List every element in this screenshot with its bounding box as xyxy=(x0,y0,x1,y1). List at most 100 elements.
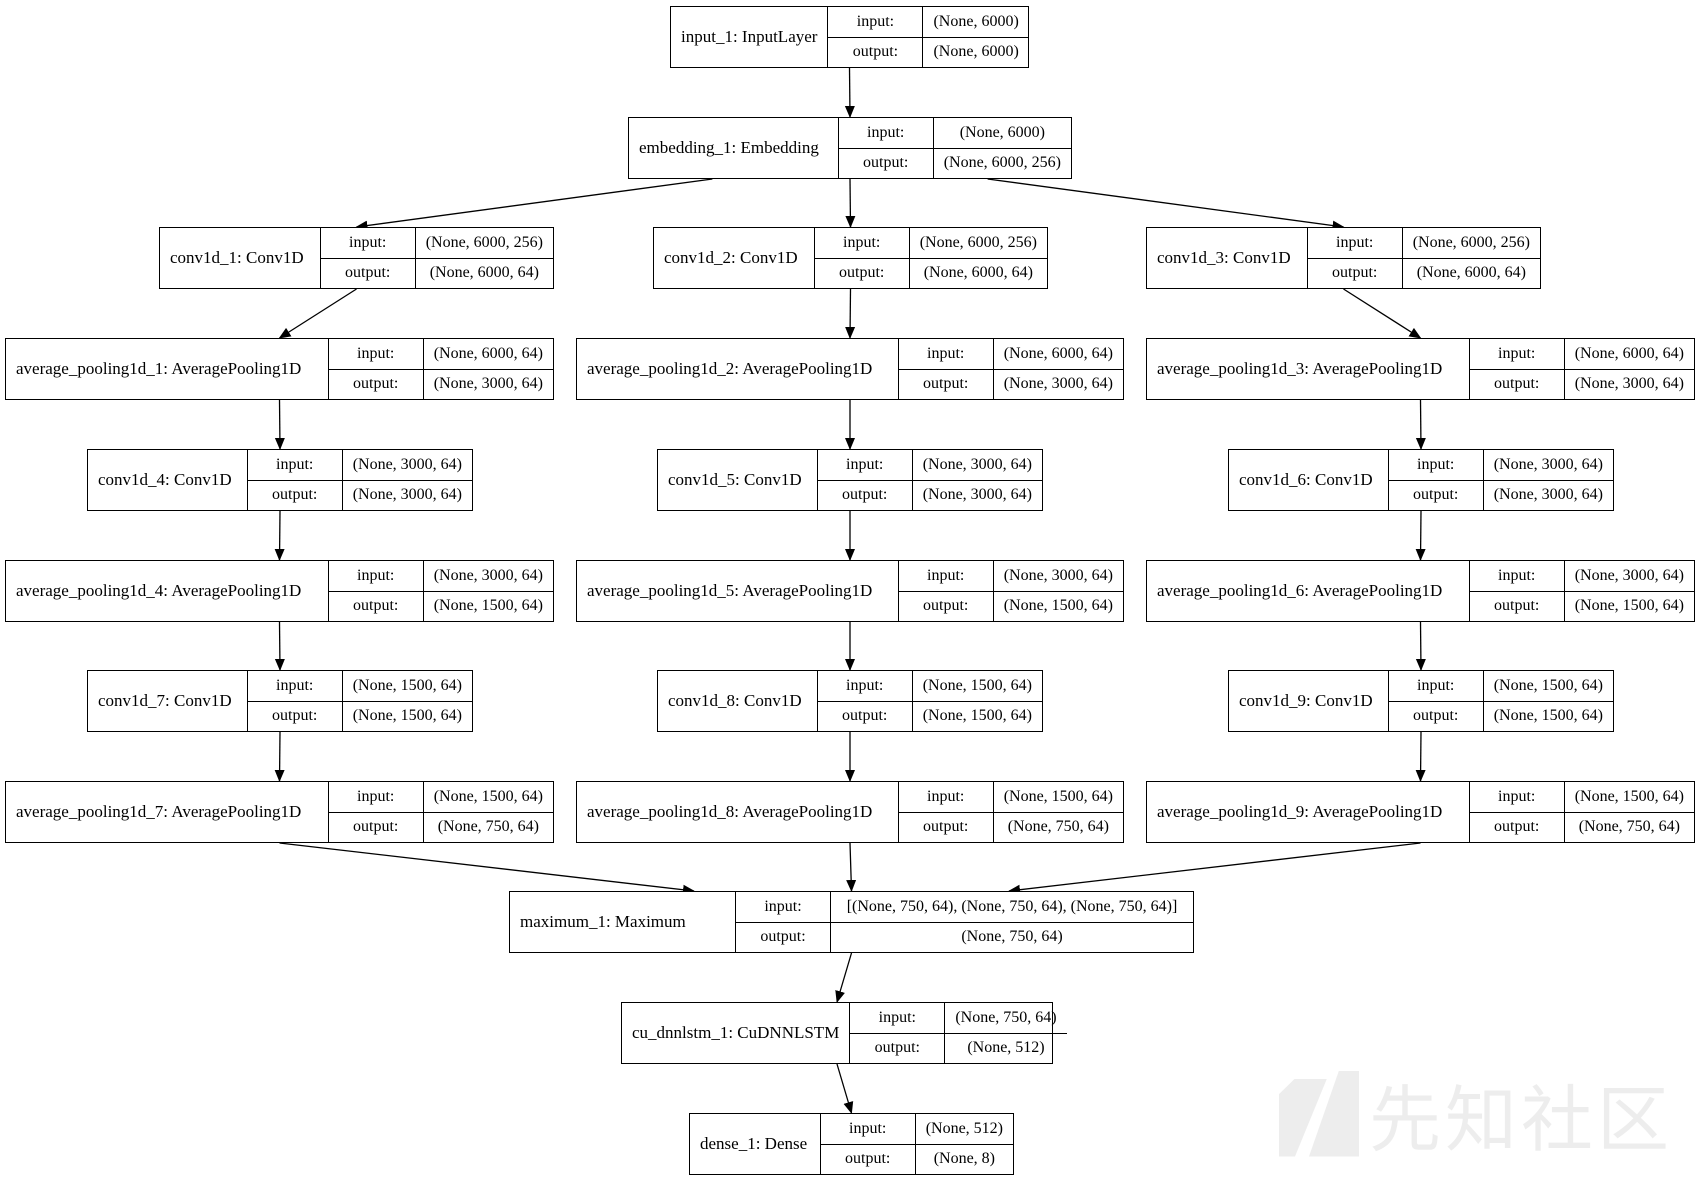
input-shape: (None, 1500, 64) xyxy=(433,787,543,805)
layer-name: cu_dnnlstm_1: CuDNNLSTM xyxy=(622,1003,851,1063)
output-shape: (None, 1500, 64) xyxy=(1574,597,1684,615)
output-label: output: xyxy=(1389,480,1484,510)
layer-name: conv1d_8: Conv1D xyxy=(658,671,818,731)
edge-conv1d-6-to-average-pooling1d-6 xyxy=(1415,510,1426,561)
input-label: input: xyxy=(1470,339,1565,369)
output-shape: (None, 8) xyxy=(933,1150,995,1168)
layer-name: average_pooling1d_2: AveragePooling1D xyxy=(577,339,899,399)
edge-average-pooling1d-8-to-maximum-1 xyxy=(846,842,857,892)
output-shape: (None, 6000, 64) xyxy=(923,264,1033,282)
output-shape: (None, 3000, 64) xyxy=(922,486,1032,504)
input-label: input: xyxy=(821,1114,916,1144)
output-label: output: xyxy=(1470,369,1565,399)
output-shape: (None, 750, 64) xyxy=(437,818,539,836)
output-label: output: xyxy=(815,258,910,288)
input-shape: (None, 3000, 64) xyxy=(1003,566,1113,584)
input-shape: (None, 3000, 64) xyxy=(922,455,1032,473)
output-shape: (None, 512) xyxy=(967,1039,1045,1057)
input-label: input: xyxy=(1470,561,1565,591)
output-shape: (None, 3000, 64) xyxy=(433,375,543,393)
input-label: input: xyxy=(1389,450,1484,480)
layer-name: embedding_1: Embedding xyxy=(629,118,839,178)
input-label: input: xyxy=(329,782,424,812)
output-shape: (None, 3000, 64) xyxy=(352,486,462,504)
edge-conv1d-1-to-average-pooling1d-1 xyxy=(278,288,357,339)
output-label: output: xyxy=(1389,701,1484,731)
input-label: input: xyxy=(736,892,831,922)
input-label: input: xyxy=(815,228,910,258)
edge-conv1d-2-to-average-pooling1d-2 xyxy=(845,288,856,339)
input-label: input: xyxy=(899,561,994,591)
layer-name: conv1d_5: Conv1D xyxy=(658,450,818,510)
output-shape: (None, 1500, 64) xyxy=(1003,597,1113,615)
input-shape: (None, 3000, 64) xyxy=(352,455,462,473)
input-shape: (None, 6000, 64) xyxy=(1003,344,1113,362)
input-shape: (None, 6000, 64) xyxy=(433,344,543,362)
output-shape: (None, 1500, 64) xyxy=(352,707,462,725)
edge-average-pooling1d-9-to-maximum-1 xyxy=(1008,842,1421,895)
input-label: input: xyxy=(1470,782,1565,812)
input-label: input: xyxy=(329,561,424,591)
input-shape: (None, 3000, 64) xyxy=(433,566,543,584)
layer-name: conv1d_9: Conv1D xyxy=(1229,671,1389,731)
input-label: input: xyxy=(828,7,924,37)
edge-cu-dnnlstm-1-to-dense-1 xyxy=(836,1063,854,1114)
layer-name: conv1d_2: Conv1D xyxy=(654,228,815,288)
layer-name: average_pooling1d_6: AveragePooling1D xyxy=(1147,561,1470,621)
layer-name: conv1d_4: Conv1D xyxy=(88,450,248,510)
input-label: input: xyxy=(248,450,343,480)
output-label: output: xyxy=(899,812,994,842)
input-shape: (None, 3000, 64) xyxy=(1574,566,1684,584)
layer-name: average_pooling1d_4: AveragePooling1D xyxy=(6,561,329,621)
output-shape: (None, 750, 64) xyxy=(961,928,1063,946)
output-label: output: xyxy=(736,922,831,952)
input-shape: (None, 6000) xyxy=(959,123,1045,141)
layer-name: conv1d_7: Conv1D xyxy=(88,671,248,731)
edge-conv1d-3-to-average-pooling1d-3 xyxy=(1343,288,1422,339)
output-label: output: xyxy=(899,591,994,621)
output-label: output: xyxy=(248,701,343,731)
output-label: output: xyxy=(1470,591,1565,621)
layer-name: average_pooling1d_7: AveragePooling1D xyxy=(6,782,329,842)
output-shape: (None, 6000) xyxy=(933,43,1019,61)
input-shape: (None, 750, 64) xyxy=(955,1008,1057,1026)
input-shape: (None, 1500, 64) xyxy=(1574,787,1684,805)
edge-average-pooling1d-7-to-maximum-1 xyxy=(279,842,695,895)
output-label: output: xyxy=(818,701,913,731)
layer-name: average_pooling1d_1: AveragePooling1D xyxy=(6,339,329,399)
input-label: input: xyxy=(850,1003,946,1033)
layer-name: conv1d_3: Conv1D xyxy=(1147,228,1308,288)
layer-name: conv1d_1: Conv1D xyxy=(160,228,321,288)
layer-name: input_1: InputLayer xyxy=(671,7,829,67)
output-shape: (None, 3000, 64) xyxy=(1003,375,1113,393)
edge-embedding-1-to-conv1d-1 xyxy=(355,178,713,231)
edge-conv1d-9-to-average-pooling1d-9 xyxy=(1415,731,1426,782)
input-shape: (None, 6000, 256) xyxy=(1412,233,1530,251)
input-shape: (None, 1500, 64) xyxy=(1003,787,1113,805)
output-shape: (None, 1500, 64) xyxy=(1493,707,1603,725)
edge-average-pooling1d-6-to-conv1d-9 xyxy=(1415,621,1426,671)
edge-embedding-1-to-conv1d-2 xyxy=(845,178,856,228)
output-label: output: xyxy=(1470,812,1565,842)
layer-name: average_pooling1d_9: AveragePooling1D xyxy=(1147,782,1470,842)
edge-average-pooling1d-3-to-conv1d-6 xyxy=(1415,399,1426,450)
input-shape: (None, 3000, 64) xyxy=(1493,455,1603,473)
output-label: output: xyxy=(839,148,934,178)
output-shape: (None, 3000, 64) xyxy=(1493,486,1603,504)
input-label: input: xyxy=(329,339,424,369)
output-label: output: xyxy=(329,591,424,621)
